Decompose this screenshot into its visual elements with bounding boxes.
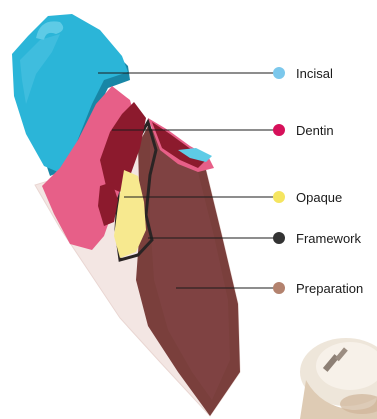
legend-label-dentin: Dentin — [296, 123, 334, 138]
legend-label-framework: Framework — [296, 231, 362, 246]
legend-dot-dentin — [273, 124, 285, 136]
legend-dot-preparation — [273, 282, 285, 294]
legend-dot-framework — [273, 232, 285, 244]
legend-dot-incisal — [273, 67, 285, 79]
legend-dot-opaque — [273, 191, 285, 203]
legend-label-incisal: Incisal — [296, 66, 333, 81]
product-jar-image — [300, 338, 377, 419]
legend-label-opaque: Opaque — [296, 190, 342, 205]
legend-label-preparation: Preparation — [296, 281, 363, 296]
